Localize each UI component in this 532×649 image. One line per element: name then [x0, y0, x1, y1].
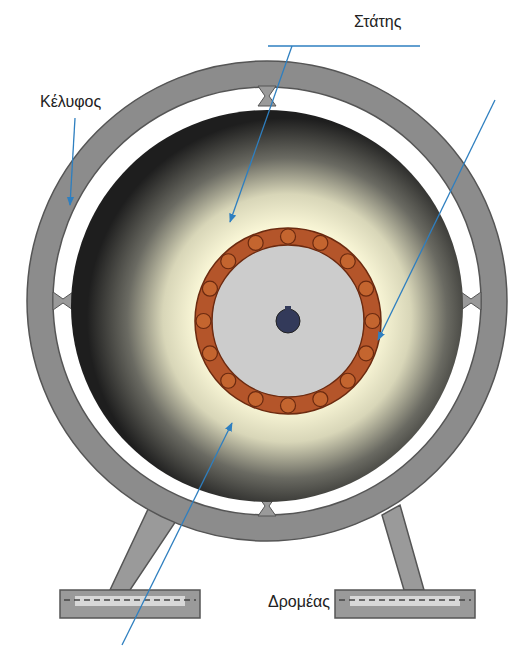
shaft-key	[285, 306, 291, 311]
leader-lines	[70, 46, 495, 645]
shell-ring	[40, 74, 494, 528]
slot	[359, 281, 374, 296]
slot	[340, 373, 355, 388]
rotor-core	[212, 245, 364, 397]
slot	[248, 392, 263, 407]
slot	[202, 281, 217, 296]
slot	[221, 254, 236, 269]
slot	[202, 346, 217, 361]
shaft	[276, 309, 300, 333]
slot	[196, 314, 211, 329]
shell-label: Κέλυφος	[38, 92, 103, 111]
slot	[365, 314, 380, 329]
slot	[313, 392, 328, 407]
slot	[340, 254, 355, 269]
shell-spacers	[53, 86, 481, 516]
slot	[248, 235, 263, 250]
slot	[221, 373, 236, 388]
stator-disk	[71, 110, 463, 502]
rotor-winding-ring	[195, 228, 381, 414]
rotor-slots	[196, 229, 380, 413]
rotor-label: Δρομέας	[266, 592, 332, 611]
slot	[281, 398, 296, 413]
stator-label: Στάτης	[352, 12, 403, 31]
slot	[359, 346, 374, 361]
slot	[281, 229, 296, 244]
slot	[313, 235, 328, 250]
